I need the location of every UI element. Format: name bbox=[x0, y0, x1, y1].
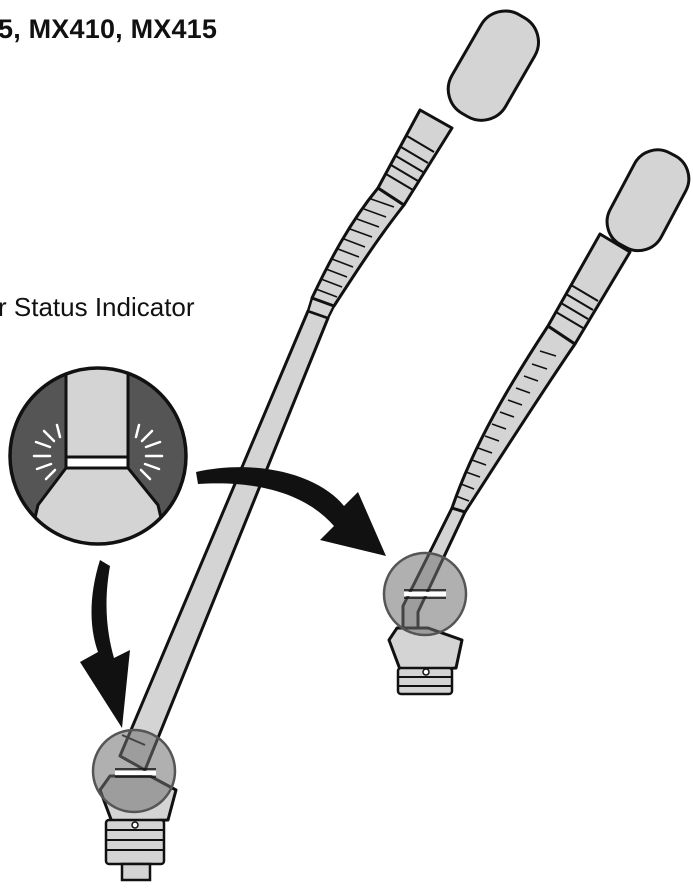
arrow-to-left-microphone bbox=[80, 560, 130, 728]
status-indicator-zoom-circle bbox=[10, 360, 186, 548]
status-ring-highlight-left bbox=[93, 730, 175, 812]
status-ring-highlight-right bbox=[384, 553, 466, 635]
model-title: 5, MX410, MX415 bbox=[0, 14, 217, 45]
status-indicator-label: r Status Indicator bbox=[0, 292, 195, 323]
